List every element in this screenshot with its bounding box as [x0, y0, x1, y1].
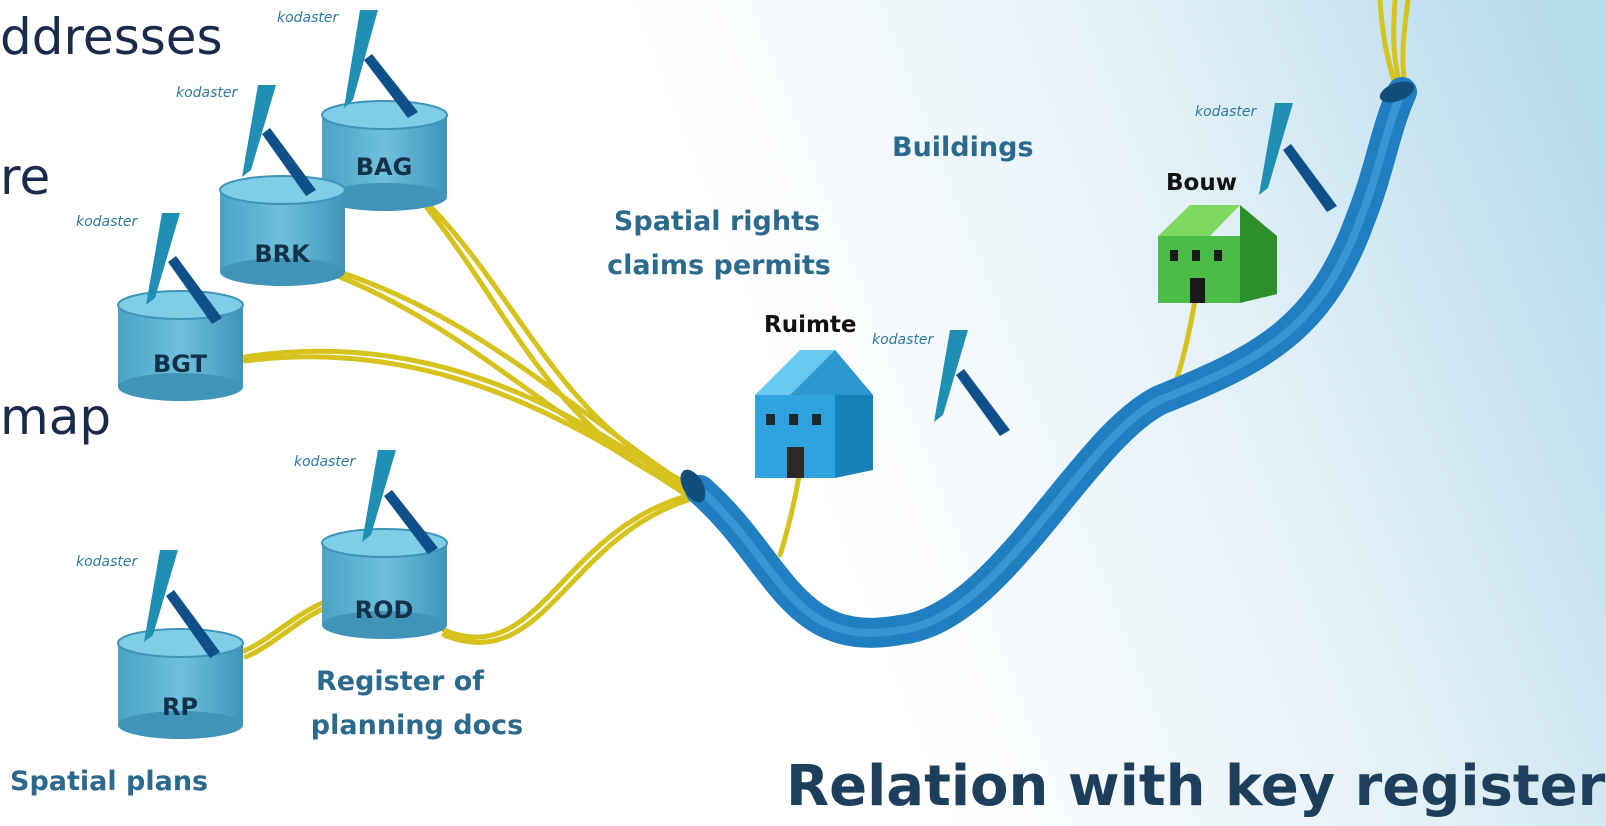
cable-end-top	[1379, 81, 1415, 103]
house-label-ruimte: Ruimte	[764, 312, 857, 338]
kodaster-logo-bag: kodaster	[277, 10, 418, 118]
wire-bundle	[241, 0, 1411, 660]
svg-text:kodaster: kodaster	[76, 554, 139, 570]
db-rod: ROD	[321, 528, 448, 639]
cable-highlight	[696, 88, 1406, 637]
kodaster-logo-bgt: kodaster	[76, 213, 222, 324]
db-label-brk: BRK	[254, 240, 311, 268]
label-register-of: Register of	[316, 666, 484, 697]
partial-word-addresses: ddresses	[0, 8, 223, 66]
partial-word-re: re	[0, 148, 51, 206]
label-spatial-plans: Spatial plans	[10, 766, 209, 797]
svg-text:kodaster: kodaster	[1195, 104, 1258, 120]
kodaster-logo-brk: kodaster	[176, 85, 316, 196]
kodaster-logo-bouw: kodaster	[1195, 103, 1337, 212]
label-planning-docs: planning docs	[310, 710, 524, 741]
partial-word-map: map	[0, 388, 112, 446]
svg-text:kodaster: kodaster	[76, 214, 139, 230]
kodaster-logo-rp: kodaster	[76, 550, 220, 658]
label-claims-permits: claims permits	[607, 250, 831, 281]
svg-text:kodaster: kodaster	[176, 85, 239, 101]
label-spatial-rights: Spatial rights	[613, 206, 821, 237]
db-bgt: BGT	[117, 290, 244, 401]
db-label-bgt: BGT	[153, 350, 208, 378]
svg-text:kodaster: kodaster	[872, 332, 935, 348]
db-bag: BAG	[321, 100, 448, 211]
page-title: Relation with key registers	[786, 754, 1606, 819]
svg-text:kodaster: kodaster	[277, 10, 340, 26]
db-label-rp: RP	[162, 693, 198, 721]
svg-text:kodaster: kodaster	[294, 454, 357, 470]
cable-end-left	[680, 469, 706, 503]
house-ruimte: Ruimte	[755, 312, 873, 478]
kodaster-logo-rod: kodaster	[294, 450, 438, 554]
label-buildings: Buildings	[892, 132, 1034, 163]
db-label-rod: ROD	[355, 596, 414, 624]
house-label-bouw: Bouw	[1166, 170, 1237, 196]
db-label-bag: BAG	[356, 153, 413, 181]
house-bouw: Bouw	[1158, 170, 1277, 303]
db-rp: RP	[117, 628, 244, 739]
db-brk: BRK	[219, 175, 346, 286]
kodaster-logo-ruimte: kodaster	[872, 330, 1010, 436]
